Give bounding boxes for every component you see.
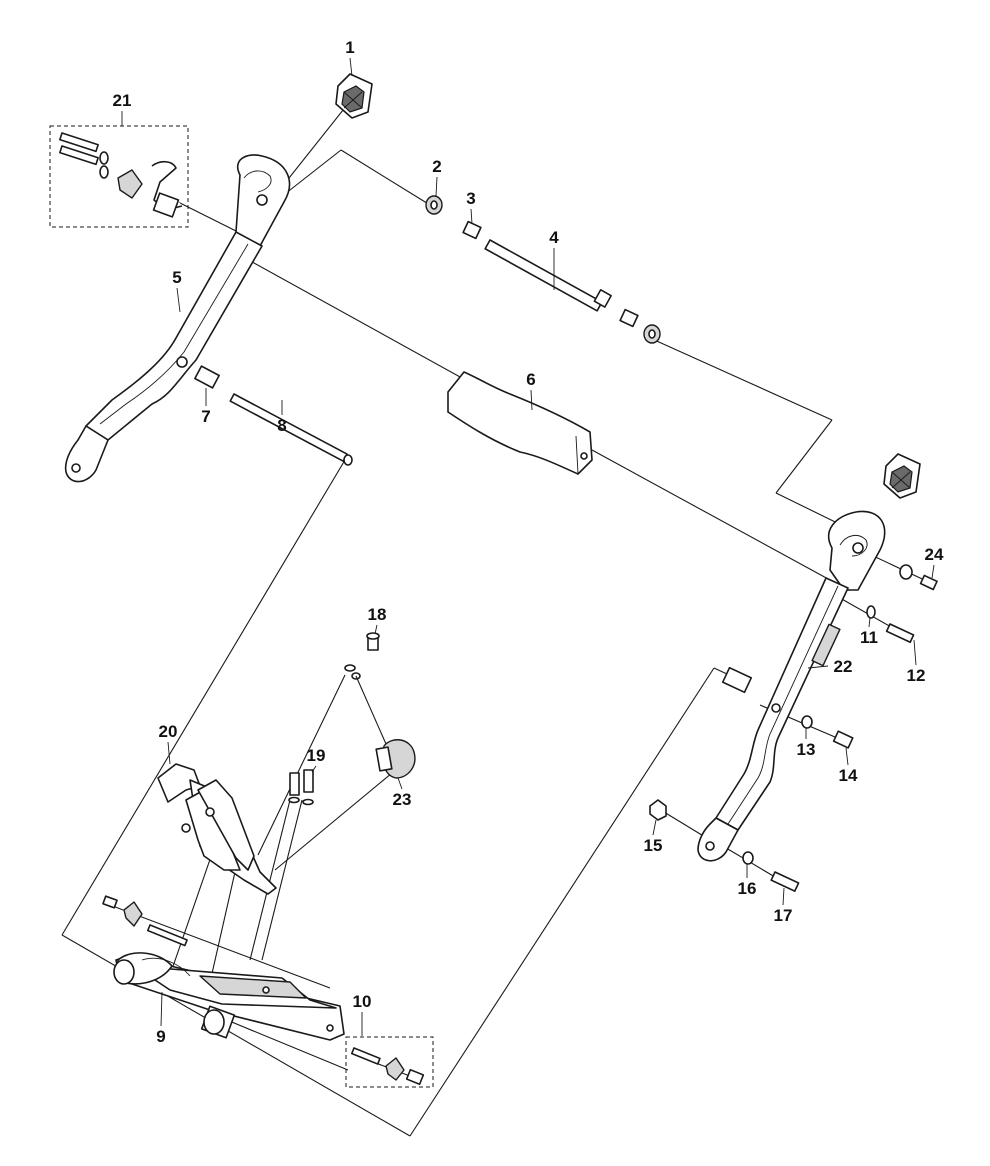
handle-bar-left-part-5 bbox=[64, 154, 291, 483]
callout-20: 20 bbox=[159, 722, 178, 741]
kit-box-10 bbox=[345, 1036, 434, 1088]
callout-22: 22 bbox=[834, 657, 853, 676]
callout-3: 3 bbox=[466, 189, 475, 208]
callout-7: 7 bbox=[201, 407, 210, 426]
callout-6: 6 bbox=[526, 370, 535, 389]
callout-15: 15 bbox=[644, 836, 663, 855]
shaft-assembly-parts-2-3-4 bbox=[425, 195, 661, 344]
callout-8: 8 bbox=[277, 416, 286, 435]
pin-kit-part-10 bbox=[350, 1047, 425, 1086]
callout-11: 11 bbox=[860, 628, 878, 647]
callout-21: 21 bbox=[113, 91, 132, 110]
callout-18: 18 bbox=[368, 605, 387, 624]
callout-2: 2 bbox=[432, 157, 441, 176]
spacer-and-rod-parts-7-8 bbox=[194, 365, 353, 466]
bolt-kit-part-21 bbox=[59, 132, 183, 218]
kit-box-21 bbox=[49, 125, 189, 228]
callout-4: 4 bbox=[549, 228, 559, 247]
callout-23: 23 bbox=[393, 790, 412, 809]
callout-1: 1 bbox=[345, 38, 354, 57]
cap-part-1 bbox=[335, 73, 373, 119]
cap-part-right bbox=[883, 453, 921, 499]
cover-part-6 bbox=[447, 371, 593, 475]
callout-24: 24 bbox=[925, 545, 944, 564]
callout-12: 12 bbox=[907, 666, 926, 685]
lower-frame-part-9 bbox=[102, 895, 345, 1041]
callout-14: 14 bbox=[839, 766, 858, 785]
handle-bar-right-part-22 bbox=[697, 510, 886, 862]
callout-labels: 1 2 3 4 5 6 7 8 9 10 11 12 13 14 15 16 1… bbox=[113, 38, 944, 1046]
callout-13: 13 bbox=[797, 740, 816, 759]
bracket-part-20 bbox=[157, 763, 277, 895]
callout-16: 16 bbox=[738, 879, 757, 898]
callout-5: 5 bbox=[172, 268, 181, 287]
callout-17: 17 bbox=[774, 906, 793, 925]
callout-9: 9 bbox=[156, 1027, 165, 1046]
assembly-lines bbox=[61, 94, 936, 1137]
cable-and-knob-parts-18-19-23 bbox=[288, 632, 416, 806]
right-fasteners bbox=[649, 564, 938, 892]
callout-10: 10 bbox=[353, 992, 372, 1011]
callout-19: 19 bbox=[307, 746, 326, 765]
